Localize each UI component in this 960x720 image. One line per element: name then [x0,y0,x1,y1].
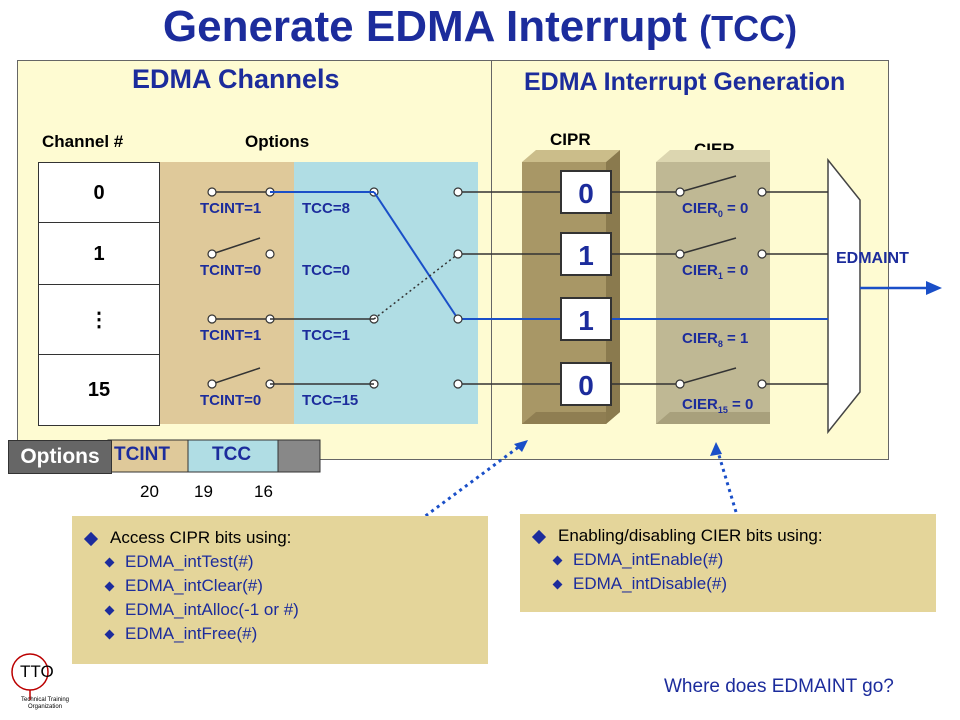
channel-1: 1 [38,222,160,286]
cipr-api-heading: Access CIPR bits using: [83,528,291,548]
tcc-label-1: TCC=0 [302,262,350,279]
edmaint-arrowhead [926,281,942,295]
cipr-api-item-0: EDMA_intTest(#) [104,552,253,572]
tcc-label-3: TCC=15 [302,392,359,409]
cipr-bottom [522,412,620,424]
pointer-to-cier-head [710,442,722,456]
cipr-inputs [458,191,560,385]
channel-ellipsis: ⋮ [38,284,160,356]
cipr-terminals [453,187,463,389]
channel-15: 15 [38,354,160,426]
cier-terminals [675,187,767,389]
footer-question: Where does EDMAINT go? [664,676,894,697]
bullet-icon [531,529,547,544]
pointer-to-cier [716,451,738,513]
channel-label: Channel # [42,132,124,151]
cier-label-15: CIER15 = 0 [682,396,754,415]
options-register-label: Options [8,440,112,474]
cier-label-8: CIER8 = 1 [682,330,749,349]
tcc-label-2: TCC=1 [302,327,350,344]
tcc-label-0: TCC=8 [302,200,350,217]
cier-bottom [656,412,770,424]
cier-top [656,150,770,162]
cier-label-0: CIER0 = 0 [682,200,749,219]
bit-20-label: 20 [140,482,159,501]
cipr-bit-1: 1 [560,232,612,276]
cipr-api-item-2: EDMA_intAlloc(-1 or #) [104,600,299,620]
bullet-icon [552,555,563,566]
options-label: Options [245,132,310,151]
bullet-icon [104,629,115,640]
edmaint-label: EDMAINT [836,250,909,267]
bullet-icon [104,581,115,592]
pointer-to-cipr-head [514,440,528,452]
tto-logo-caption: Technical Training Organization [20,697,70,710]
tcint-label-2: TCINT=1 [200,327,262,344]
title-main: Generate EDMA Interrupt [162,2,687,51]
options-tcint-label: TCINT [114,444,170,465]
options-blue-area [294,162,478,424]
cipr-api-item-3: EDMA_intFree(#) [104,624,257,644]
tcint-label-3: TCINT=0 [200,392,262,409]
title-suffix: (TCC) [699,8,798,49]
route-to-bit8 [373,191,459,320]
cier-column [656,162,770,424]
cier-api-heading: Enabling/disabling CIER bits using: [531,526,823,546]
options-tcc-label: TCC [212,444,252,465]
pointer-to-cipr [419,444,521,522]
cipr-label: CIPR [550,130,591,149]
cipr-bit-0: 0 [560,170,612,214]
bullet-icon [104,557,115,568]
options-tcint-field [107,439,189,473]
bullet-icon [83,531,99,546]
cier-api-item-1: EDMA_intDisable(#) [552,574,727,594]
mux-shape [827,157,861,435]
cier-api-box: Enabling/disabling CIER bits using: EDMA… [520,514,936,612]
cier-api-item-0: EDMA_intEnable(#) [552,550,723,570]
cipr-side [606,150,620,424]
options-tcc-field [187,439,279,473]
page-title: Generate EDMA Interrupt (TCC) [0,2,960,52]
bit-19-label: 19 [194,482,213,501]
cier-label-1: CIER1 = 0 [682,262,749,281]
options-rest-field [277,439,321,473]
cipr-bit-15: 0 [560,362,612,406]
bit-16-label: 16 [254,482,273,501]
tcint-label-0: TCINT=1 [200,200,262,217]
tcint-switches [211,191,270,385]
interrupt-generation-header: EDMA Interrupt Generation [524,68,846,96]
cipr-bit-8: 1 [560,297,612,341]
edma-channels-header: EDMA Channels [132,64,340,94]
panel-divider [491,60,492,459]
channel-0: 0 [38,162,160,224]
bullet-icon [552,579,563,590]
cier-lines [600,175,828,385]
tto-logo-text: TTO [20,662,54,681]
cipr-api-item-1: EDMA_intClear(#) [104,576,263,596]
tcint-label-1: TCINT=0 [200,262,262,279]
cipr-api-box: Access CIPR bits using: EDMA_intTest(#) … [72,516,488,664]
cipr-top [522,150,620,162]
bullet-icon [104,605,115,616]
